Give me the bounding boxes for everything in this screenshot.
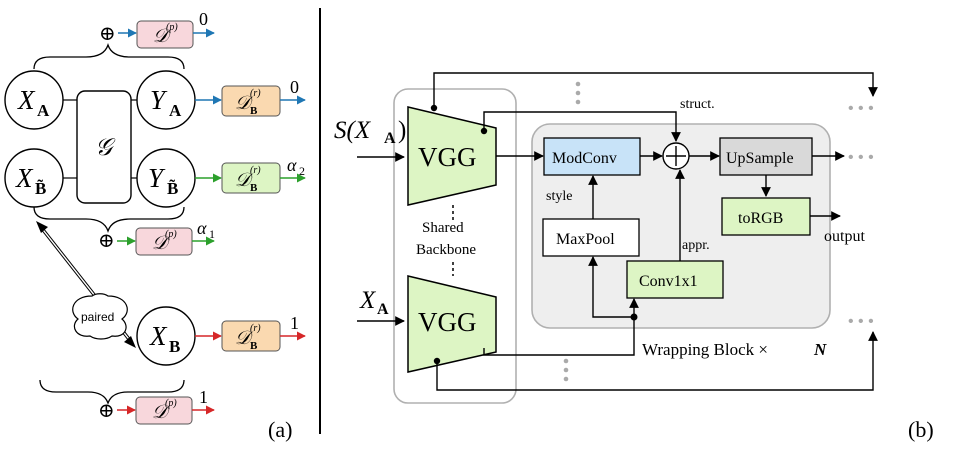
torgb-label: toRGB	[738, 210, 783, 227]
output-dp-bottom: 1	[199, 387, 208, 407]
node-x-btilde-label: X	[15, 163, 34, 193]
node-y-a-label: Y	[150, 85, 168, 115]
vgg-top	[407, 106, 497, 206]
torgb-box	[721, 197, 811, 236]
struct-label: struct.	[680, 97, 715, 112]
input-top-close: )	[398, 117, 406, 144]
node-x-btilde-sub: B̃	[35, 178, 46, 198]
brace-top	[33, 42, 185, 70]
dp-sup-top: (p)	[166, 22, 178, 33]
vgg-bottom-label: VGG	[418, 307, 477, 337]
node-x-a-label: X	[17, 85, 36, 115]
vertical-dots-top	[575, 81, 581, 105]
caption-b: (b)	[908, 417, 934, 442]
node-y-btilde-label: Y	[148, 163, 166, 193]
oplus-bottom: ⊕	[98, 400, 115, 422]
panel-a: ⊕ 𝒟 (p) 0 X A Y A X B̃ Y B̃ 𝒢 𝒟 B (r)	[4, 9, 306, 442]
dr-sub-xb: B	[250, 340, 258, 352]
paired-label: paired	[81, 310, 114, 324]
conv1x1-label: Conv1x1	[639, 273, 698, 290]
node-y-a	[136, 70, 196, 130]
dr-sub-ybt: B	[250, 182, 258, 194]
dp-sup-mid: (p)	[165, 229, 177, 240]
shared-label-1: Shared	[422, 220, 464, 236]
paired-bubble	[72, 293, 128, 340]
maxpool-label: MaxPool	[556, 231, 615, 248]
output-dp-mid-sub: 1	[209, 227, 215, 241]
node-x-btilde	[4, 148, 64, 208]
brace-mid	[33, 206, 185, 234]
dr-sub-ya: B	[250, 105, 258, 117]
generator-label: 𝒢	[95, 135, 116, 161]
upsample-box	[719, 137, 813, 176]
dr-label-ya: 𝒟	[235, 93, 254, 114]
dp-box-top	[136, 20, 194, 49]
ellipsis-bottom: • • •	[848, 313, 874, 330]
wrapping-block-label: Wrapping Block ×	[642, 340, 768, 359]
output-dp-mid: α	[197, 218, 207, 238]
wrapping-block-n: N	[813, 340, 827, 359]
generator-box	[76, 90, 132, 204]
shared-label-2: Backbone	[416, 242, 476, 258]
dr-box-ya	[221, 85, 281, 117]
ellipsis-top: • • •	[848, 100, 874, 117]
dr-label-xb: 𝒟	[235, 328, 254, 349]
input-bottom-label: X	[359, 287, 377, 314]
dp-sup-bottom: (p)	[165, 398, 177, 409]
dr-sup-ybt: (r)	[250, 165, 261, 176]
vertical-dots-bottom	[563, 358, 569, 382]
caption-a: (a)	[268, 417, 292, 442]
output-dp-top: 0	[199, 9, 208, 29]
output-dr-ybt: α	[287, 155, 297, 175]
output-label: output	[824, 228, 865, 245]
dr-sup-ya: (r)	[250, 88, 261, 99]
dr-sup-xb: (r)	[250, 323, 261, 334]
node-x-a-sub: A	[37, 101, 50, 120]
input-bottom-sub: A	[377, 301, 389, 318]
node-x-b-label: X	[149, 321, 168, 351]
panel-b: • • • • • • • • • S(X A ) X A VGG VGG Sh…	[334, 72, 934, 442]
node-x-b-sub: B	[169, 337, 180, 356]
brace-bottom	[39, 379, 185, 405]
conv1x1-box	[626, 260, 724, 299]
appr-label: appr.	[682, 238, 710, 253]
output-dr-ya: 0	[290, 77, 299, 97]
dr-label-ybt: 𝒟	[235, 170, 254, 191]
output-dr-ybt-sub: 2	[299, 164, 305, 178]
dp-label-top: 𝒟	[153, 26, 172, 47]
input-top-sub: A	[384, 130, 396, 147]
dp-label-bottom: 𝒟	[152, 402, 171, 423]
node-y-btilde-sub: B̃	[167, 178, 178, 198]
dp-label-mid: 𝒟	[152, 233, 171, 254]
modconv-box	[543, 137, 641, 176]
vgg-top-label: VGG	[418, 142, 477, 172]
modconv-label: ModConv	[552, 150, 617, 167]
style-label: style	[546, 189, 572, 204]
oplus-mid: ⊕	[98, 230, 115, 252]
input-top-label: S(X	[334, 117, 372, 144]
oplus-top: ⊕	[99, 23, 116, 45]
shared-backbone-container	[393, 88, 517, 404]
node-y-btilde	[136, 148, 196, 208]
ellipsis-mid: • • •	[848, 149, 874, 166]
maxpool-box	[542, 218, 640, 257]
output-dr-xb: 1	[290, 313, 299, 333]
vgg-bottom	[407, 275, 497, 373]
node-y-a-sub: A	[169, 101, 182, 120]
upsample-label: UpSample	[726, 150, 794, 167]
